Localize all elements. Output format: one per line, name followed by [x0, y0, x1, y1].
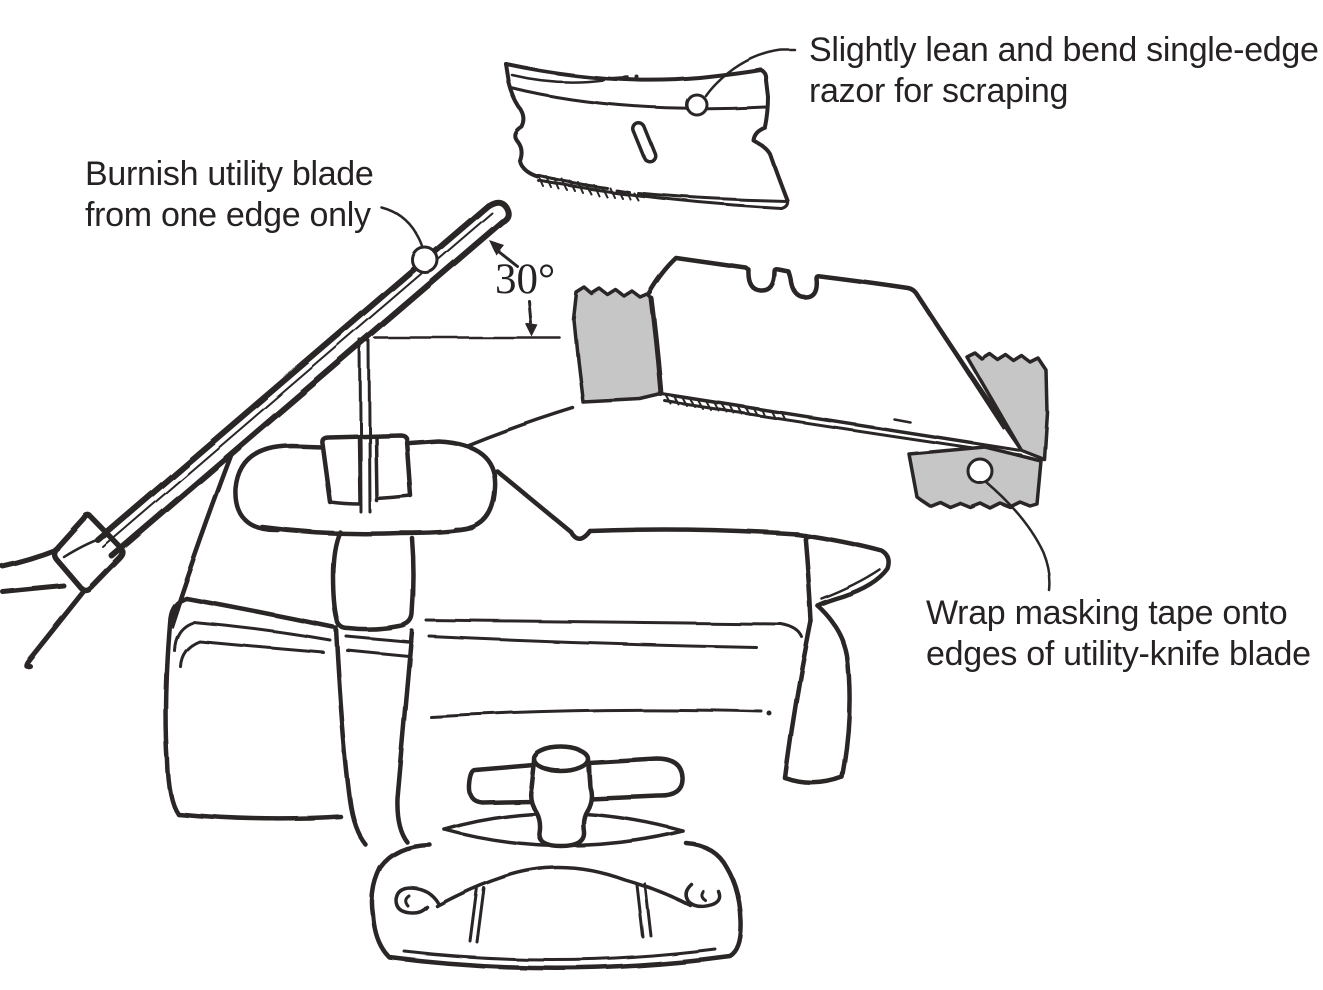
- tape-leader-marker: [966, 457, 994, 485]
- razor-note-line1: Slightly lean and bend single-edge: [809, 31, 1319, 69]
- arrowhead-up-icon: [489, 240, 504, 255]
- arrow-to-line: [527, 299, 533, 325]
- clamped-blade-drawing: [358, 338, 372, 514]
- arrowhead-down-icon: [525, 323, 538, 337]
- utility-bevel-hatching: [665, 394, 786, 420]
- arrow-to-burnisher: [496, 249, 519, 268]
- tape-note-line2: edges of utility-knife blade: [926, 635, 1311, 673]
- angle-label: 30°: [495, 256, 556, 303]
- tape-leader-line: [984, 480, 1051, 592]
- tape-note: Wrap masking tape onto edges of utility-…: [926, 593, 1311, 675]
- razor-bevel-hatching: [537, 174, 639, 201]
- razor-blade-drawing: [504, 62, 789, 210]
- tape-note-line1: Wrap masking tape onto: [926, 594, 1288, 632]
- razor-leader-marker: [685, 93, 709, 117]
- masking-tape-right-front: [965, 351, 1049, 461]
- bench-vise-drawing: [163, 406, 892, 970]
- burnish-leader-line: [379, 205, 425, 250]
- burnish-note: Burnish utility blade from one edge only: [85, 154, 374, 236]
- burnish-leader-marker: [411, 246, 439, 274]
- burnish-note-line1: Burnish utility blade: [85, 155, 374, 193]
- razor-leader-line: [704, 48, 797, 98]
- angle-annotation-drawing: [373, 240, 562, 340]
- razor-note: Slightly lean and bend single-edge razor…: [809, 30, 1319, 112]
- burnish-note-line2: from one edge only: [85, 196, 371, 234]
- masking-tape-left: [572, 286, 663, 404]
- leader-lines: [379, 48, 1051, 592]
- razor-note-line2: razor for scraping: [809, 72, 1069, 110]
